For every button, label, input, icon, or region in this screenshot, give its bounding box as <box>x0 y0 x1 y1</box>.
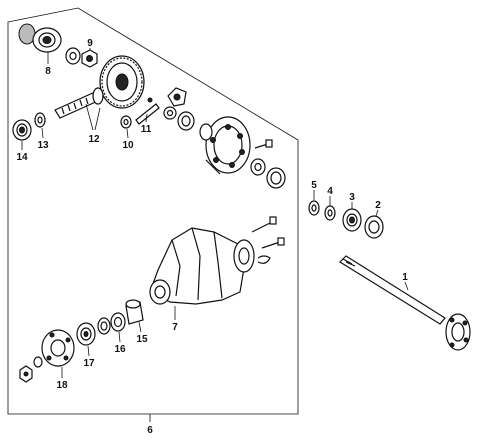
differential-case[interactable] <box>199 116 251 175</box>
callout-10: 10 <box>122 140 134 151</box>
callout-4: 4 <box>327 186 333 197</box>
side-bearing-mid[interactable] <box>177 111 195 131</box>
callout-5: 5 <box>311 180 317 191</box>
side-bearing-right[interactable] <box>250 158 266 176</box>
callout-16: 16 <box>114 344 126 355</box>
part-8-bearing[interactable] <box>18 23 62 53</box>
callout-15: 15 <box>136 334 148 345</box>
callout-11: 11 <box>141 124 152 135</box>
assembly-boundary <box>7 7 299 415</box>
part-10-washer[interactable] <box>120 115 132 129</box>
part-13-washer[interactable] <box>34 112 46 128</box>
part-11-cross-shaft[interactable] <box>135 97 160 125</box>
part-18-companion-flange[interactable] <box>19 329 75 383</box>
part-14-bearing[interactable] <box>12 119 32 141</box>
callout-3: 3 <box>349 192 355 203</box>
housing-clip[interactable] <box>257 255 271 264</box>
part-5-seal[interactable] <box>308 200 320 216</box>
part-2-seal[interactable] <box>364 215 384 239</box>
part-4-retainer[interactable] <box>324 205 336 221</box>
spider-washer[interactable] <box>163 106 177 120</box>
part-9-pinion-nut[interactable] <box>81 49 98 68</box>
washer-upper[interactable] <box>65 47 81 65</box>
callout-14: 14 <box>16 152 28 163</box>
callout-17: 17 <box>83 358 95 369</box>
housing-bolt-upper[interactable] <box>251 216 277 233</box>
housing-bolt-lower[interactable] <box>261 237 285 249</box>
callout-6: 6 <box>147 425 153 436</box>
part-1-axle-shaft[interactable] <box>339 255 471 351</box>
part-16-bearing[interactable] <box>97 312 126 335</box>
callout-1: 1 <box>402 272 408 283</box>
callout-13: 13 <box>37 140 49 151</box>
side-bearing-cup[interactable] <box>266 167 286 189</box>
callout-18: 18 <box>56 380 68 391</box>
part-15-spacer[interactable] <box>125 299 144 325</box>
side-gear-upper[interactable] <box>167 87 187 107</box>
callout-8: 8 <box>45 66 51 77</box>
callout-7: 7 <box>172 322 178 333</box>
case-bolt[interactable] <box>254 139 273 149</box>
ring-gear[interactable] <box>99 55 145 109</box>
part-12-pinion-shaft[interactable] <box>54 87 104 119</box>
part-7-carrier-housing[interactable] <box>149 227 255 305</box>
part-17-seal[interactable] <box>76 322 96 346</box>
callout-2: 2 <box>375 200 381 211</box>
callout-12: 12 <box>88 134 100 145</box>
callout-9: 9 <box>87 38 93 49</box>
part-3-bearing[interactable] <box>342 208 362 232</box>
